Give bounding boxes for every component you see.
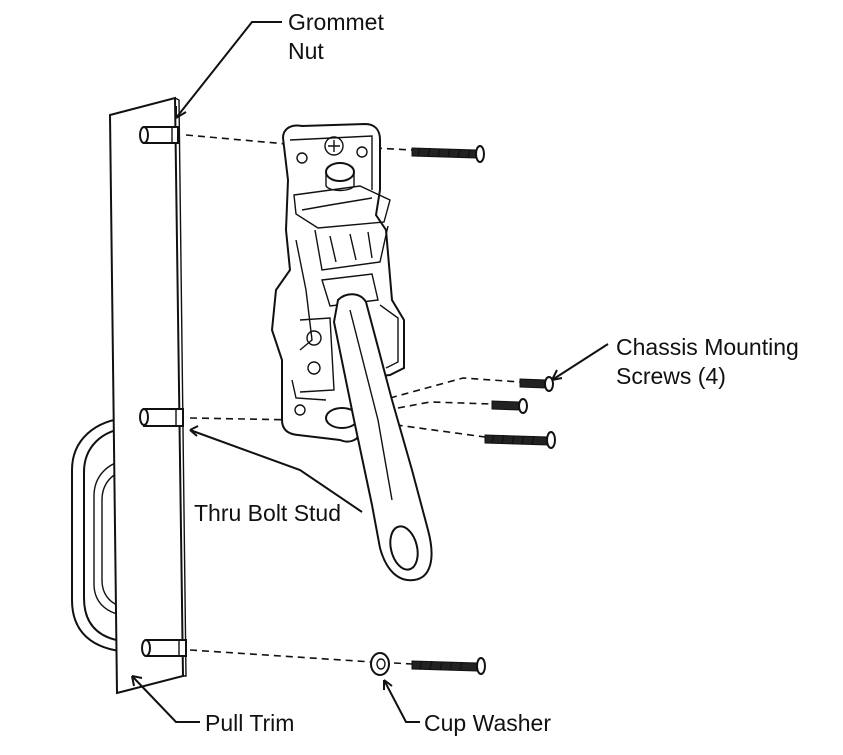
top-screw [411,145,485,163]
labels: Grommet Nut Chassis Mounting Screws (4) … [194,9,799,736]
label-pull-trim: Pull Trim [205,710,294,736]
lever-handle [332,293,433,582]
bottom-screw [411,657,486,675]
screw-3 [484,431,556,449]
pull-handle [71,417,131,653]
label-thru-bolt-stud: Thru Bolt Stud [194,500,341,526]
screw-1 [519,376,554,392]
pull-trim [71,96,187,695]
lower-stud [141,639,187,657]
thru-bolt-stud [139,408,184,427]
label-cup-washer: Cup Washer [424,710,551,736]
assembly-lines [185,134,521,665]
label-grommet-nut-line2: Nut [288,38,324,64]
chassis-mounting-screws [411,145,556,675]
grommet-nut [139,126,179,144]
cup-washer [370,652,390,676]
label-grommet-nut-line1: Grommet [288,9,384,35]
screw-2 [491,398,528,414]
label-chassis-line2: Screws (4) [616,363,726,389]
label-chassis-line1: Chassis Mounting [616,334,799,360]
leader-lines [131,21,609,723]
